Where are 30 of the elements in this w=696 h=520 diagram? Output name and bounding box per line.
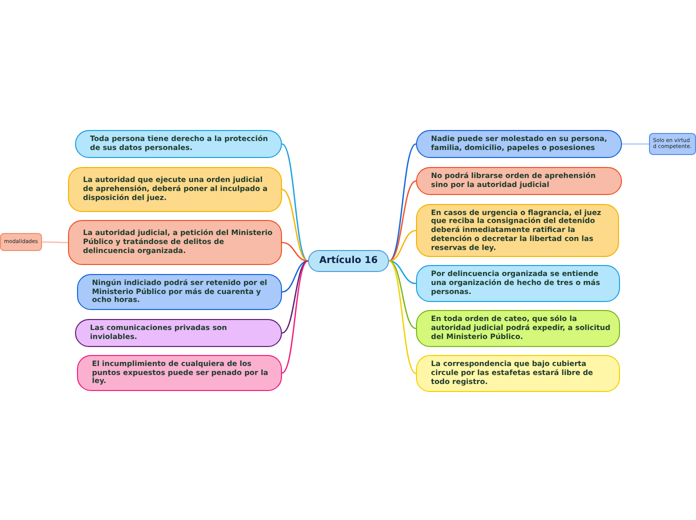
branch-line — [282, 242, 308, 262]
branch-line — [388, 260, 416, 374]
topic-box — [0, 233, 42, 251]
topic-box — [75, 319, 282, 347]
topic-box — [77, 274, 282, 310]
topic-box — [416, 204, 619, 257]
topic-box — [68, 167, 282, 212]
topic-title: Artículo 16 — [319, 255, 378, 267]
branch-line — [282, 260, 308, 334]
branch-line — [42, 241, 68, 244]
branch-line — [282, 260, 308, 374]
branch-line — [622, 143, 649, 145]
branch-line — [388, 180, 416, 262]
branch-line — [388, 260, 416, 284]
topic-box — [649, 133, 696, 155]
topic-box — [68, 220, 282, 265]
branch-line — [282, 143, 308, 262]
branch-line — [388, 230, 416, 262]
topic-box — [416, 167, 622, 195]
topic-box — [75, 130, 282, 158]
topic-box — [416, 310, 620, 347]
branch-line — [282, 260, 308, 293]
topic-box — [416, 355, 620, 392]
topic-box — [77, 355, 282, 391]
branch-line — [282, 188, 308, 262]
branch-line — [388, 143, 416, 262]
topic-box — [416, 130, 622, 158]
central-topic — [308, 250, 389, 272]
topic-box — [416, 265, 620, 302]
branch-line — [388, 260, 416, 330]
